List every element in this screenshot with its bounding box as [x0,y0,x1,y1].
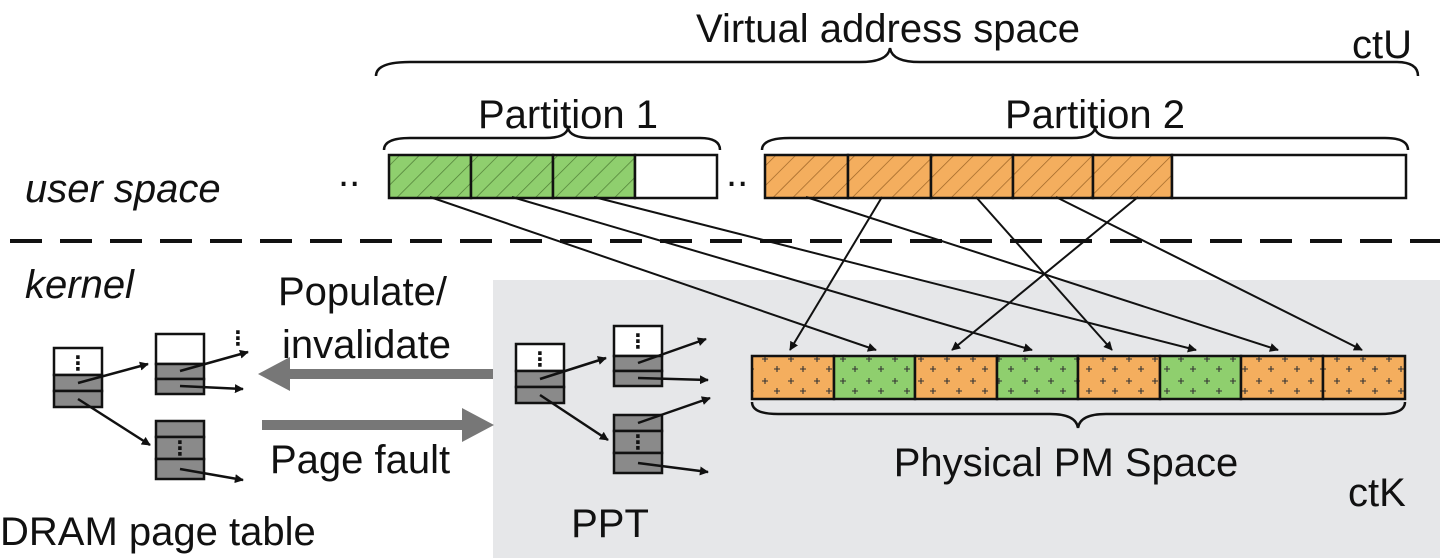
pm-page-7 [1239,354,1325,401]
ppt-arrows [539,337,711,476]
ppt-tree [514,324,664,475]
partition-1-pages [387,153,719,200]
kernel-label: kernel [25,263,135,307]
p2-page-3 [929,153,1015,200]
ellipsis-left: .. [338,151,360,195]
virtual-address-space-label: Virtual address space [696,7,1080,51]
pm-page-5 [1076,354,1162,401]
physical-pm-pages [750,354,1407,401]
pm-page-8 [1321,354,1407,401]
page-fault-label: Page fault [270,438,450,482]
ctu-label: ctU [1352,23,1412,67]
mapping-arrows [429,196,1363,353]
user-space-label: user space [25,167,221,211]
populate-invalidate-label-1: Populate/ [278,270,448,314]
pm-page-3 [913,354,999,401]
partition-1-brace [382,127,722,151]
virtual-address-brace [374,47,1420,77]
physical-pm-brace [750,401,1407,429]
p2-page-4 [1011,153,1095,200]
ppt-vdots-3: ⋮ [628,432,648,454]
p2-page-free [1170,153,1408,200]
p1-page-2 [469,153,555,200]
pm-page-6 [1158,354,1243,401]
dram-page-table-label: DRAM page table [0,510,316,554]
physical-pm-space-label: Physical PM Space [894,441,1239,485]
dram-vdots-2: ⋮ [170,438,190,460]
ppt-vdots-1: ⋮ [530,349,550,371]
p2-page-2 [846,153,933,200]
p2-page-5 [1091,153,1174,200]
dram-arrows [77,349,249,484]
p1-page-3 [551,153,637,200]
ppt-vdots-2: ⋮ [628,331,648,353]
populate-invalidate-arrow [258,357,493,391]
ellipsis-mid: .. [726,151,748,195]
partition-2-brace [760,127,1410,151]
p1-page-free [633,153,719,200]
ppt-label: PPT [571,502,649,546]
pm-page-2 [832,354,917,401]
populate-invalidate-label-2: invalidate [282,323,451,367]
page-fault-arrow [262,408,494,442]
ctk-label: ctK [1348,471,1406,515]
pm-page-1 [750,354,836,401]
dram-vdots-3: ⋮ [228,328,248,350]
dram-vdots-1: ⋮ [68,353,88,375]
pm-page-4 [995,354,1080,401]
p2-page-1 [763,153,850,200]
p1-page-1 [387,153,473,200]
partition-2-pages [763,153,1408,200]
